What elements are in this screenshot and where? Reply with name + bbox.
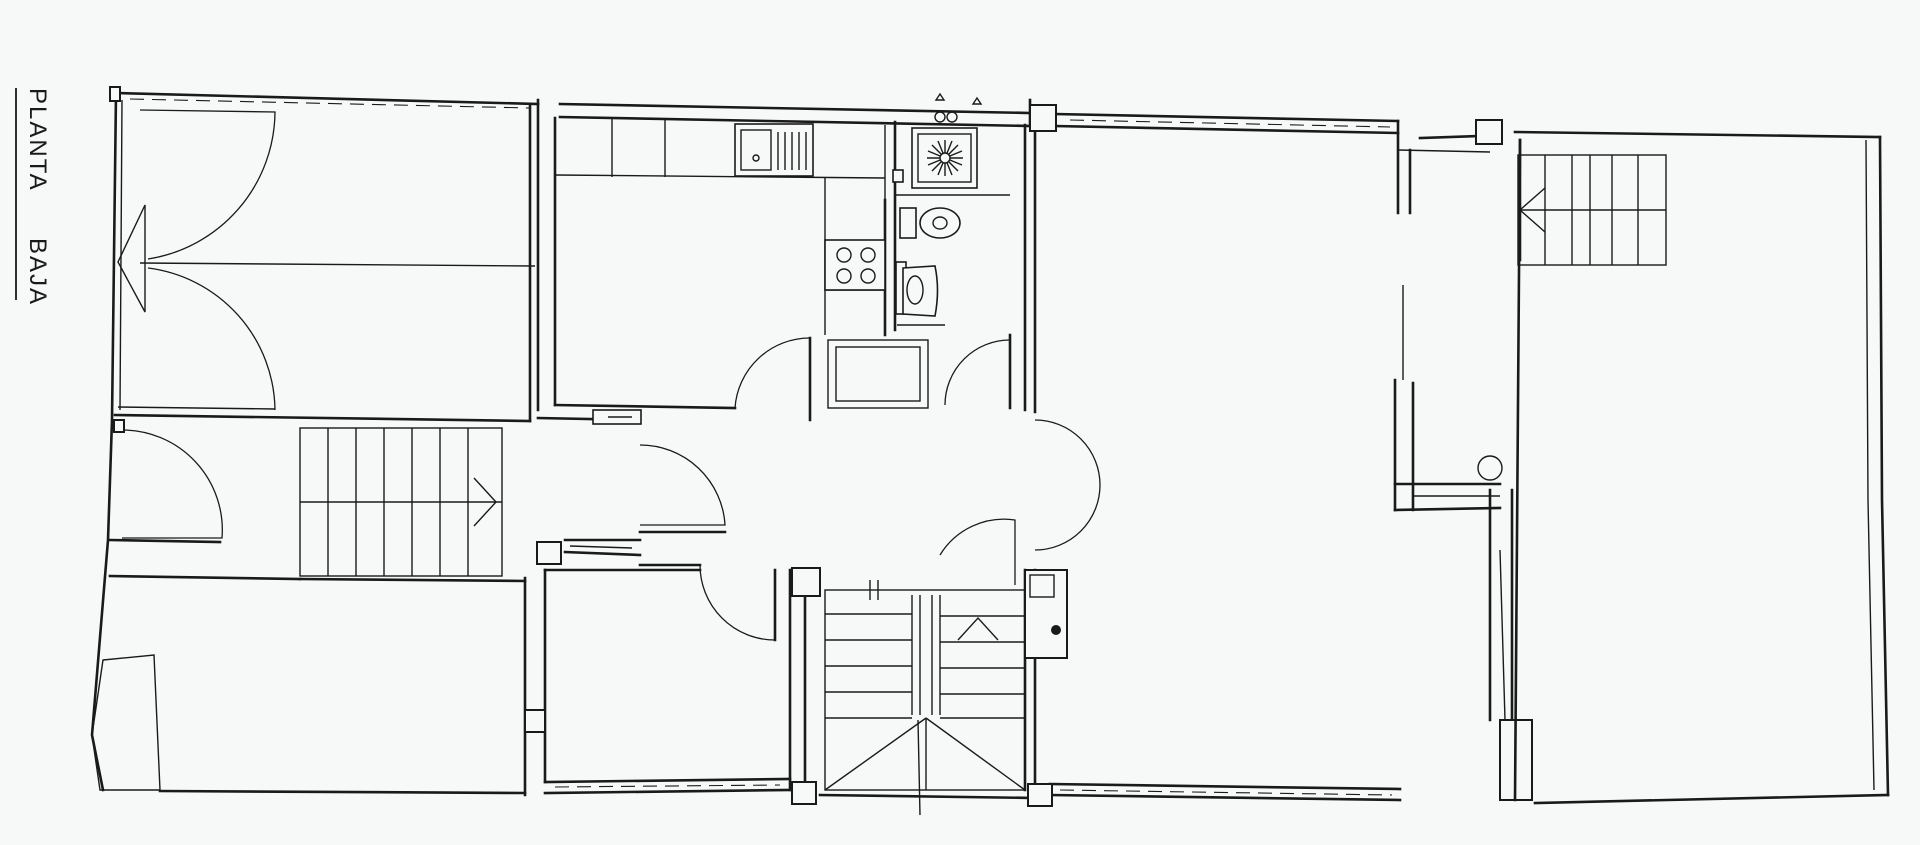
door-swing-icon: [139, 109, 276, 260]
stove-icon: [824, 239, 886, 291]
center-stairs: [818, 568, 1068, 816]
column-icon: [791, 567, 821, 597]
column-icon: [1024, 569, 1068, 659]
lower-left-room: [523, 541, 821, 805]
door-swing-icon: [639, 444, 726, 526]
door-swing-icon: [147, 267, 276, 411]
column-icon: [791, 781, 817, 805]
hall: [563, 419, 1101, 641]
kitchen: [536, 98, 887, 425]
plan-title-word1: PLANTA: [24, 88, 51, 192]
outer-walls: [90, 91, 1890, 805]
column-icon: [1477, 455, 1503, 481]
column-icon: [1027, 783, 1053, 807]
stairs-icon: [957, 616, 999, 641]
sink-icon: [734, 123, 814, 177]
stairs-left: [299, 427, 503, 577]
column-icon: [109, 86, 121, 102]
door-swing-icon: [944, 339, 1011, 406]
right-center-room: [1028, 98, 1533, 802]
toilet-icon: [899, 207, 961, 239]
door-swing-icon: [734, 337, 811, 409]
column-icon: [1475, 119, 1503, 145]
door-swing-icon: [121, 429, 223, 539]
plan-title: PLANTA BAJA: [24, 88, 51, 306]
column-icon: [1029, 104, 1057, 132]
closet: [827, 339, 929, 409]
column-icon: [536, 541, 562, 565]
stairs-icon: [473, 477, 497, 527]
door-swing-icon: [939, 518, 1016, 585]
stairs-right: [1517, 154, 1667, 266]
door-swing-icon: [1034, 419, 1101, 486]
left-block: [91, 86, 536, 791]
bathroom: [892, 92, 1037, 414]
stairs-icon: [1518, 187, 1546, 233]
plan-title-word2: BAJA: [24, 238, 51, 306]
washbasin-icon: [895, 261, 939, 317]
door-swing-icon: [1034, 484, 1101, 551]
door-swing-icon: [699, 564, 776, 641]
column-icon: [524, 709, 546, 733]
column-icon: [113, 419, 125, 433]
